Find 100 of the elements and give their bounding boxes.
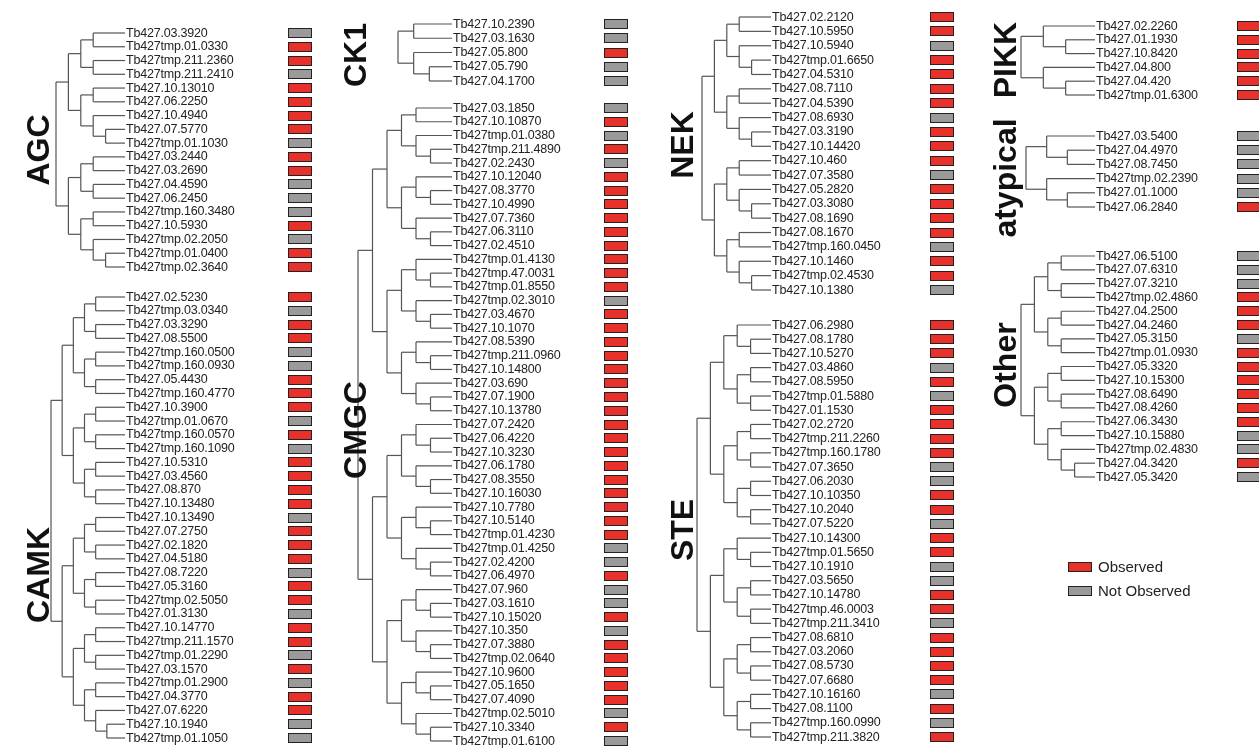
gene-id-label: Tb427tmp.01.5650: [772, 545, 874, 558]
gene-id-label: Tb427.08.5390: [453, 335, 535, 348]
gene-id-label: Tb427.10.3230: [453, 445, 535, 458]
gene-id-label: Tb427.06.1780: [453, 459, 535, 472]
gene-id-label: Tb427.10.10350: [772, 488, 861, 501]
gene-id-label: Tb427.01.1530: [772, 403, 854, 416]
gene-id-label: Tb427.08.1100: [772, 702, 853, 715]
gene-id-label: Tb427.10.3900: [126, 400, 208, 413]
gene-id-label: Tb427tmp.160.0450: [772, 240, 881, 253]
gene-id-label: Tb427.08.3770: [453, 184, 535, 197]
gene-id-label: Tb427.03.1570: [126, 662, 208, 675]
gene-id-label: Tb427tmp.160.3480: [126, 205, 235, 218]
gene-id-label: Tb427.06.2840: [1096, 200, 1178, 213]
gene-id-label: Tb427.10.15880: [1096, 429, 1185, 442]
gene-id-label: Tb427.05.3320: [1096, 360, 1178, 372]
gene-id-label: Tb427.10.5930: [126, 219, 208, 232]
gene-id-label: Tb427.10.3340: [453, 720, 535, 733]
gene-id-label: Tb427.10.2040: [772, 503, 854, 516]
gene-id-label: Tb427.08.5500: [126, 331, 208, 344]
gene-id-label: Tb427tmp.02.3010: [453, 294, 555, 307]
gene-id-label: Tb427.04.2460: [1096, 318, 1178, 331]
clade-label: Other: [986, 322, 1024, 408]
clade-label: atypical: [986, 118, 1024, 238]
gene-id-label: Tb427tmp.01.8550: [453, 280, 555, 293]
gene-id-label: Tb427.07.6680: [772, 673, 854, 686]
gene-id-label: Tb427.10.7780: [453, 500, 535, 513]
gene-id-label: Tb427tmp.01.6300: [1096, 88, 1198, 101]
gene-id-label: Tb427.08.6810: [772, 631, 854, 644]
gene-id-label: Tb427.03.1610: [453, 596, 535, 609]
gene-id-label: Tb427.10.12040: [453, 170, 542, 183]
gene-id-label: Tb427.08.1780: [772, 332, 854, 345]
gene-id-label: Tb427.04.4590: [126, 177, 208, 190]
gene-id-label: Tb427.04.5310: [772, 67, 854, 80]
gene-id-label: Tb427tmp.211.2410: [126, 67, 234, 80]
gene-id-label: Tb427.03.4670: [453, 307, 535, 320]
gene-id-label: Tb427.10.4940: [126, 109, 208, 122]
gene-id-label: Tb427tmp.01.4250: [453, 541, 555, 554]
gene-id-label: Tb427tmp.02.4860: [1096, 290, 1198, 303]
gene-id-label: Tb427.05.3150: [1096, 332, 1178, 345]
gene-id-label: Tb427.04.4970: [1096, 143, 1178, 156]
gene-id-label: Tb427tmp.211.2260: [772, 432, 880, 445]
gene-id-label: Tb427.10.2390: [453, 17, 535, 30]
gene-id-label: Tb427tmp.02.2050: [126, 232, 228, 245]
gene-id-label: Tb427.10.1940: [126, 717, 208, 730]
gene-id-label: Tb427.07.3210: [1096, 277, 1178, 290]
gene-id-label: Tb427.03.4860: [772, 361, 854, 374]
gene-id-label: Tb427.02.4510: [453, 239, 535, 252]
clade-label: AGC: [19, 114, 57, 186]
gene-id-label: Tb427.08.7450: [1096, 157, 1178, 170]
gene-id-label: Tb427.10.14770: [126, 621, 215, 634]
gene-id-label: Tb427tmp.160.0500: [126, 345, 235, 358]
gene-id-label: Tb427tmp.01.0330: [126, 40, 228, 53]
gene-id-label: Tb427.10.15300: [1096, 373, 1185, 386]
gene-id-label: Tb427.07.3650: [772, 460, 854, 473]
gene-id-label: Tb427tmp.02.5010: [453, 706, 555, 719]
gene-id-label: Tb427tmp.160.0570: [126, 428, 235, 441]
gene-id-label: Tb427.10.13480: [126, 497, 215, 510]
gene-id-label: Tb427.04.1700: [453, 74, 535, 87]
gene-id-label: Tb427tmp.01.0380: [453, 129, 555, 141]
gene-id-label: Tb427.10.460: [772, 154, 847, 167]
gene-id-label: Tb427.05.1650: [453, 679, 535, 692]
gene-id-label: Tb427.06.4970: [453, 569, 535, 582]
gene-id-label: Tb427tmp.211.3410: [772, 616, 880, 629]
gene-id-label: Tb427tmp.211.1570: [126, 635, 234, 648]
gene-id-label: Tb427.03.4560: [126, 469, 208, 482]
gene-id-label: Tb427.06.3430: [1096, 415, 1178, 428]
gene-id-label: Tb427.10.5140: [453, 514, 535, 527]
gene-id-label: Tb427.10.15020: [453, 610, 542, 623]
gene-id-label: Tb427.07.7360: [453, 211, 535, 224]
clade-label: CMGC: [336, 381, 374, 479]
gene-id-label: Tb427.10.14420: [772, 139, 861, 152]
gene-id-label: Tb427.08.3550: [453, 473, 535, 486]
gene-id-label: Tb427.02.1820: [126, 538, 208, 551]
gene-id-label: Tb427.03.5650: [772, 574, 854, 587]
gene-id-label: Tb427.07.5220: [772, 517, 854, 530]
gene-id-label: Tb427.10.5940: [772, 39, 854, 52]
gene-id-label: Tb427.08.870: [126, 483, 201, 496]
gene-id-label: Tb427.05.800: [453, 46, 528, 58]
gene-id-label: Tb427tmp.03.0340: [126, 304, 228, 317]
clade-label: CK1: [336, 23, 374, 87]
gene-id-label: Tb427.03.5400: [1096, 129, 1178, 142]
gene-id-label: Tb427.10.14800: [453, 362, 542, 375]
gene-id-label: Tb427.10.9600: [453, 665, 535, 678]
gene-id-label: Tb427.07.1900: [453, 390, 535, 403]
gene-id-label: Tb427tmp.01.0670: [126, 414, 228, 427]
gene-id-label: Tb427.10.13490: [126, 511, 215, 523]
gene-id-label: Tb427.07.6220: [126, 703, 208, 716]
gene-id-label: Tb427.06.2030: [772, 474, 854, 487]
clade-label: NEK: [663, 111, 701, 179]
legend-label: Not Observed: [1098, 582, 1191, 599]
gene-id-label: Tb427.08.7220: [126, 566, 208, 579]
clade-label: STE: [663, 498, 701, 562]
gene-id-label: Tb427.04.800: [1096, 60, 1171, 73]
gene-id-label: Tb427.06.3110: [453, 225, 534, 238]
gene-id-label: Tb427.08.1690: [772, 211, 854, 224]
gene-id-label: Tb427.10.13780: [453, 404, 542, 417]
gene-id-label: Tb427.03.1630: [453, 31, 535, 44]
gene-id-label: Tb427tmp.02.4830: [1096, 442, 1198, 455]
gene-id-label: Tb427.07.6310: [1096, 263, 1178, 276]
gene-id-label: Tb427.04.2500: [1096, 304, 1178, 317]
